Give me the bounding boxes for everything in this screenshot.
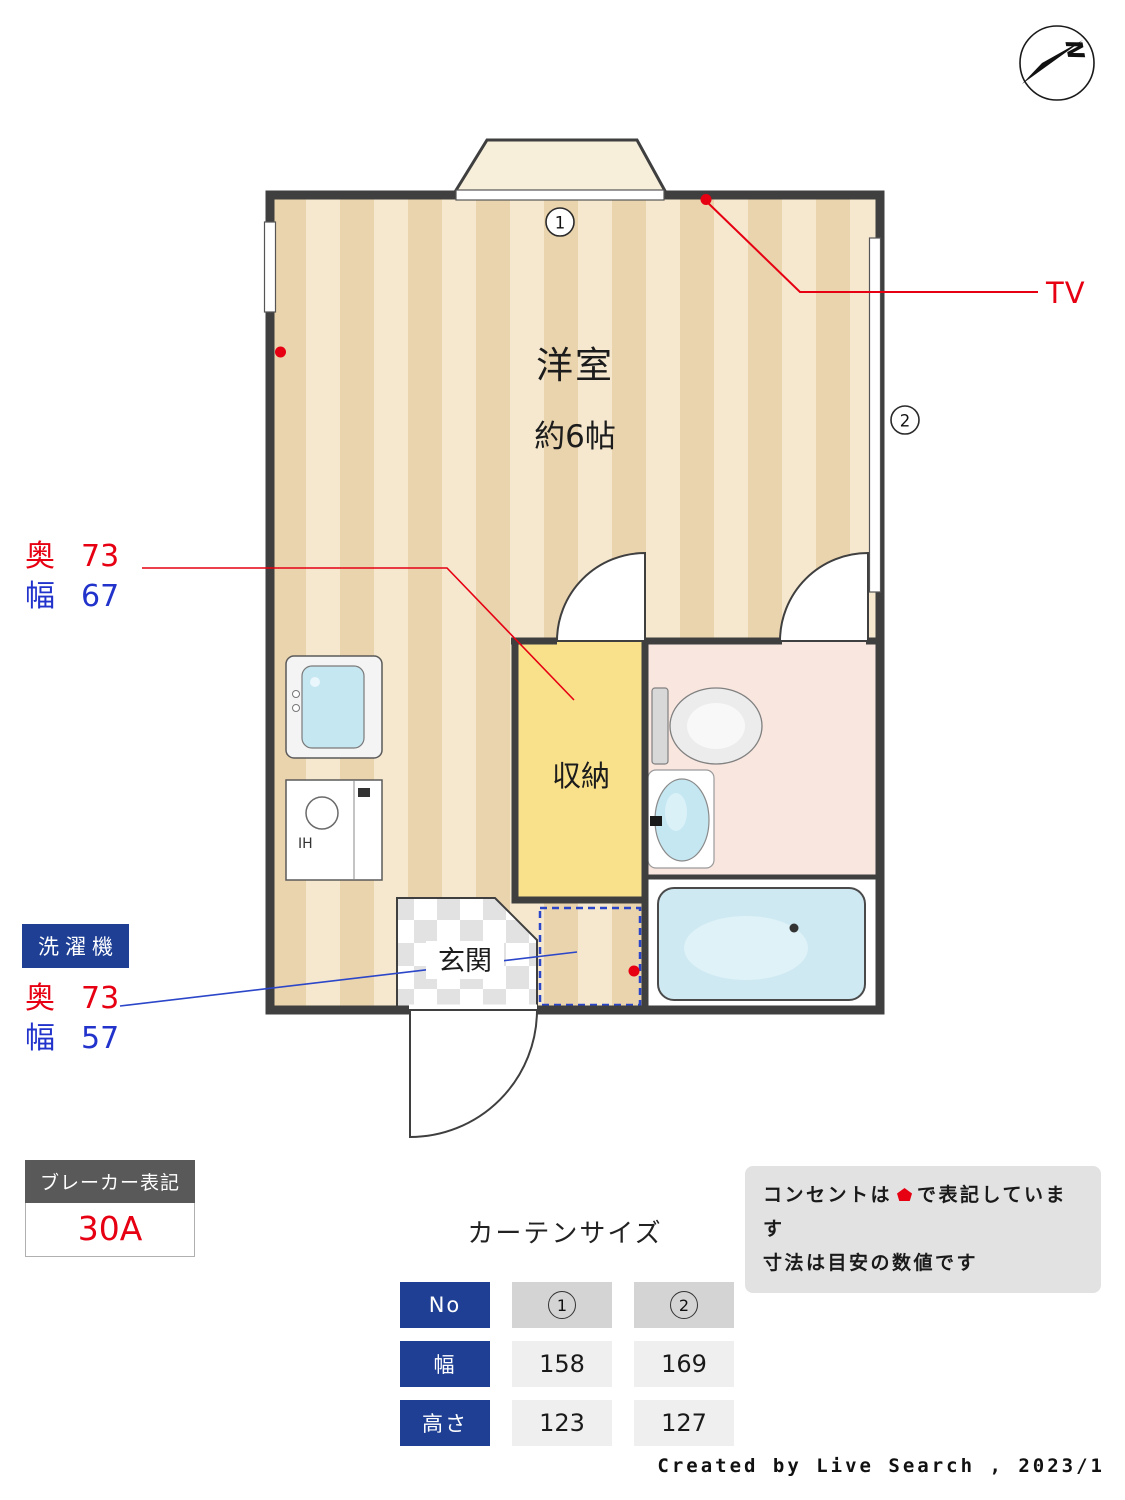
washer-space	[538, 906, 642, 1007]
notes-box: コンセントはで表記しています 寸法は目安の数値です	[745, 1166, 1101, 1293]
room-size-label: 約6帖	[534, 419, 616, 455]
washer-depth-label: 奥	[25, 981, 55, 1016]
breaker-value: 30A	[25, 1203, 195, 1257]
entrance-label: 玄関	[438, 946, 492, 977]
washer-width-value: 57	[81, 1021, 120, 1056]
outlet-dot-left	[275, 346, 286, 358]
entrance-label-bg	[426, 941, 504, 979]
washbasin	[647, 769, 715, 869]
compass-north-label: N	[1060, 38, 1089, 61]
door-arc-closet	[555, 551, 646, 642]
notes-line1-before: コンセントは	[763, 1184, 893, 1206]
washer-width-label: 幅	[25, 1021, 55, 1056]
curtain-col1-height: 123	[512, 1400, 612, 1446]
closet-area	[515, 641, 648, 900]
outlet-dot-top	[700, 194, 712, 205]
svg-text:2: 2	[900, 412, 911, 431]
tv-line	[705, 200, 1038, 293]
ih-stove: IH	[285, 779, 383, 881]
curtain-col1-width: 158	[512, 1341, 612, 1387]
washer-badge: 洗濯機	[22, 924, 129, 968]
credit: Created by Live Search , 2023/1	[657, 1455, 1105, 1477]
right-window	[868, 237, 882, 593]
svg-text:1: 1	[555, 214, 566, 233]
bay-window-opening	[455, 189, 665, 201]
notes-line2: 寸法は目安の数値です	[763, 1252, 979, 1275]
closet-depth-label: 奥	[25, 539, 55, 574]
outlet-marker-icon	[897, 1188, 913, 1201]
curtain-title: カーテンサイズ	[467, 1219, 663, 1249]
room-label: 洋室	[536, 344, 614, 387]
left-window	[263, 221, 277, 313]
curtain-col2-width: 169	[634, 1341, 734, 1387]
closet-depth-value: 73	[81, 539, 120, 574]
compass-icon: N	[1019, 25, 1095, 101]
closet-width-label: 幅	[25, 579, 55, 614]
notes-line1: コンセントはで表記しています	[763, 1178, 1083, 1246]
curtain-col2-height: 127	[634, 1400, 734, 1446]
toilet	[651, 687, 763, 765]
circled-number-1: 1	[548, 1291, 576, 1319]
curtain-marker-1: 1	[545, 207, 575, 237]
door-arc-bathroom	[778, 551, 869, 642]
washer-depth-value: 73	[81, 981, 120, 1016]
breaker-title: ブレーカー表記	[25, 1160, 195, 1203]
closet-dims: 奥 73 幅 67	[25, 540, 119, 614]
curtain-col2-no: 2	[634, 1282, 734, 1328]
tv-label: TV	[1045, 276, 1086, 310]
closet-dim-line	[142, 567, 575, 701]
curtain-row-header-width: 幅	[400, 1341, 490, 1387]
notes-line1-after: で表記しています	[763, 1184, 1067, 1241]
outlet-dot-washer	[628, 965, 640, 977]
circled-number-2: 2	[670, 1291, 698, 1319]
interior-walls	[511, 637, 884, 1010]
kitchen-sink	[285, 655, 383, 759]
door-arc-entrance	[409, 1009, 539, 1139]
closet-width-value: 67	[81, 579, 120, 614]
curtain-marker-2: 2	[890, 405, 920, 435]
curtain-col1-no: 1	[512, 1282, 612, 1328]
washer-dims: 奥 73 幅 57	[25, 982, 119, 1056]
ih-label: IH	[298, 836, 313, 852]
breaker-box: ブレーカー表記 30A	[25, 1160, 195, 1257]
curtain-table: No 1 2 幅 158 169 高さ 123 127	[400, 1282, 734, 1446]
bathtub	[657, 887, 866, 1001]
closet-label: 収納	[552, 759, 610, 793]
curtain-row-header-height: 高さ	[400, 1400, 490, 1446]
curtain-row-header-no: No	[400, 1282, 490, 1328]
